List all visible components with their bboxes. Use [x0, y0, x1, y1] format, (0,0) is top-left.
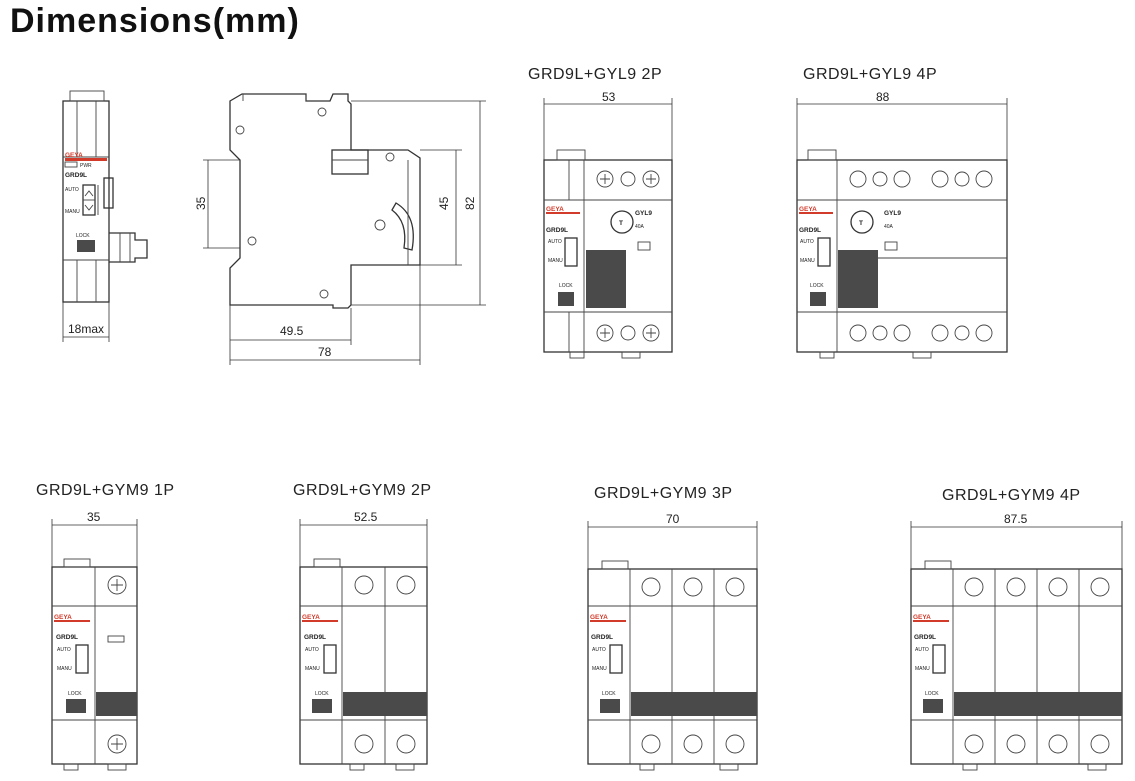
brand-logo: GEYA [65, 152, 83, 159]
dim-18max: 18max [68, 322, 104, 336]
red-stripe [65, 158, 107, 161]
auto-label: AUTO [592, 647, 606, 653]
model-label: GRD9L [546, 227, 568, 234]
manu-label: MANU [57, 666, 72, 672]
manu-label: MANU [65, 209, 80, 215]
dim-78: 78 [318, 345, 332, 359]
label-gyl9-2p: GRD9L+GYL9 2P [528, 66, 663, 83]
gyl9-model: GYL9 [884, 210, 901, 217]
manu-label: MANU [305, 666, 320, 672]
manu-label: MANU [548, 258, 563, 264]
dim-35-gym: 35 [87, 510, 101, 524]
gym9-2p-drawing: 52.5 GEYA GRD9L AUTO MANU LOCK [299, 510, 428, 771]
auto-label: AUTO [800, 239, 814, 245]
dim-52-5: 52.5 [354, 510, 378, 524]
lock-handle [77, 240, 95, 252]
gym9-3p-drawing: 70 GEYA GRD9L AUTO MANU LOCK [587, 512, 758, 771]
model-label: GRD9L [914, 634, 936, 641]
front-view-drawing: GEYA PWR GRD9L AUTO MANU LOCK 18max [62, 90, 148, 342]
auto-label: AUTO [57, 647, 71, 653]
dim-49-5: 49.5 [280, 324, 304, 338]
dim-45: 45 [437, 196, 451, 210]
lock-label: LOCK [68, 691, 82, 697]
handle-block [586, 250, 626, 308]
model-label: GRD9L [65, 172, 87, 179]
brand-logo: GEYA [54, 614, 72, 621]
dim-70: 70 [666, 512, 680, 526]
gyl9-rating: 40A [884, 224, 894, 230]
label-gym9-3p: GRD9L+GYM9 3P [594, 485, 733, 502]
auto-label: AUTO [915, 647, 929, 653]
gyl9-2p-drawing: 53 GEYA GRD9L AUTO MANU LOCK T GYL9 40A [543, 90, 673, 359]
pwr-label: PWR [80, 163, 92, 169]
gyl9-rating: 40A [635, 224, 645, 230]
brand-logo: GEYA [799, 206, 817, 213]
test-label: T [619, 220, 623, 227]
gym9-4p-drawing: 87.5 GEYA GRD9L AUTO MANU LOCK [910, 512, 1123, 771]
lock-label: LOCK [76, 233, 90, 239]
lock-label: LOCK [315, 691, 329, 697]
gyl9-model: GYL9 [635, 210, 652, 217]
lock-label: LOCK [602, 691, 616, 697]
dim-88: 88 [876, 90, 890, 104]
side-view-drawing: 35 45 82 49.5 78 [194, 93, 486, 365]
label-gyl9-4p: GRD9L+GYL9 4P [803, 66, 938, 83]
dim-53: 53 [602, 90, 616, 104]
model-label: GRD9L [56, 634, 78, 641]
manu-label: MANU [800, 258, 815, 264]
model-label: GRD9L [799, 227, 821, 234]
lock-label: LOCK [559, 283, 573, 289]
auto-label: AUTO [65, 187, 79, 193]
dim-35: 35 [194, 196, 208, 210]
auto-label: AUTO [548, 239, 562, 245]
dim-82: 82 [463, 196, 477, 210]
manu-label: MANU [592, 666, 607, 672]
auto-label: AUTO [305, 647, 319, 653]
gyl9-4p-drawing: 88 GEYA GRD9L AUTO MANU LOCK T GYL9 40A [796, 90, 1008, 359]
gym9-1p-drawing: 35 GEYA GRD9L AUTO MANU LOCK [51, 510, 138, 771]
manu-label: MANU [915, 666, 930, 672]
brand-logo: GEYA [302, 614, 320, 621]
brand-logo: GEYA [913, 614, 931, 621]
model-label: GRD9L [304, 634, 326, 641]
label-gym9-1p: GRD9L+GYM9 1P [36, 482, 175, 499]
test-label: T [859, 220, 863, 227]
lock-label: LOCK [925, 691, 939, 697]
page-title: Dimensions(mm) [10, 2, 300, 40]
brand-logo: GEYA [590, 614, 608, 621]
test-button [610, 210, 634, 234]
model-label: GRD9L [591, 634, 613, 641]
lock-label: LOCK [810, 283, 824, 289]
label-gym9-4p: GRD9L+GYM9 4P [942, 487, 1081, 504]
dim-87-5: 87.5 [1004, 512, 1028, 526]
brand-logo: GEYA [546, 206, 564, 213]
label-gym9-2p: GRD9L+GYM9 2P [293, 482, 432, 499]
